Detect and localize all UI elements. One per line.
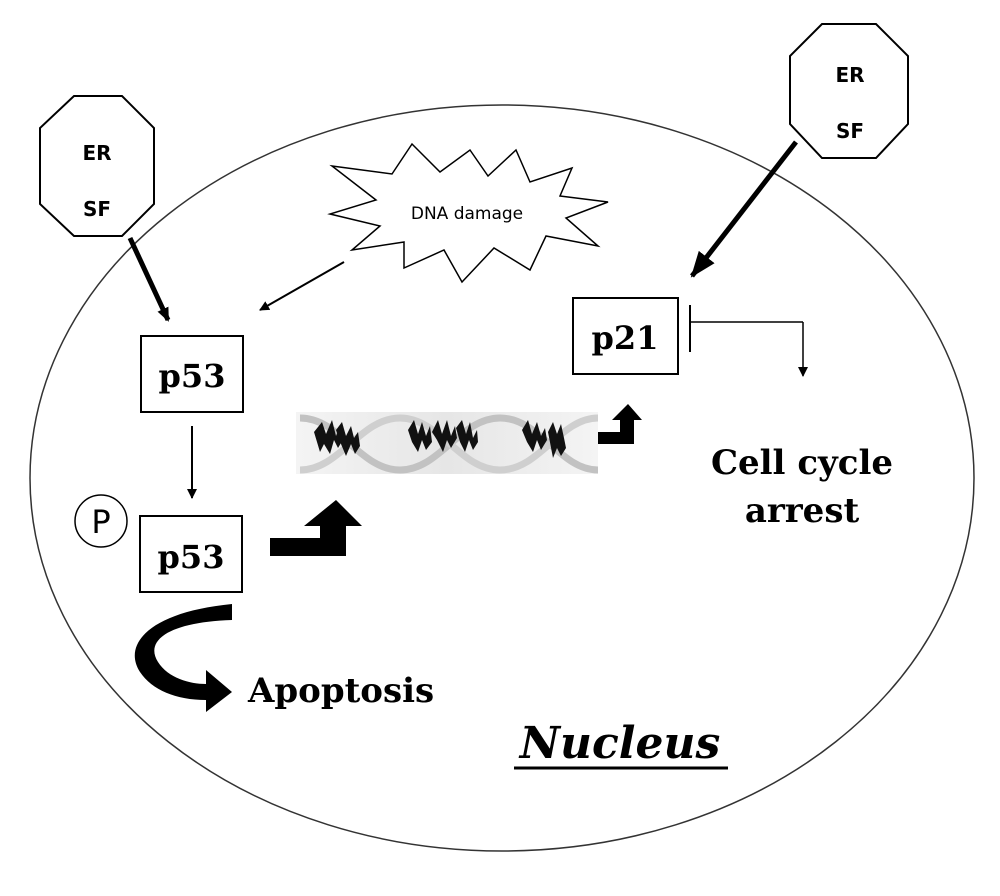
phospho-p53-label: p53 — [158, 538, 225, 576]
curved-arrow-apoptosis — [134, 604, 232, 712]
stress-factor-right-line2: SF — [836, 119, 864, 143]
stress-factor-left-line1: ER — [82, 141, 111, 165]
phosphate-label: P — [91, 503, 110, 541]
arrow-stress-to-p53 — [127, 236, 171, 322]
p21-box: p21 — [572, 297, 679, 375]
arrow-stress-to-p21 — [690, 140, 798, 278]
octagon-shape — [789, 23, 909, 159]
nucleus-outline — [29, 104, 975, 852]
inhibition-connector — [689, 305, 808, 377]
p53-box: p53 — [140, 335, 244, 413]
stress-factor-left: ER SF — [39, 95, 155, 237]
stress-factor-left-line2: SF — [83, 197, 111, 221]
bent-arrow-to-p21 — [598, 404, 642, 444]
dna-damage-burst: DNA damage — [327, 142, 609, 284]
octagon-shape — [39, 95, 155, 237]
p21-label: p21 — [592, 319, 659, 357]
cell-cycle-arrest-line2: arrest — [745, 491, 860, 531]
bound-proteins — [314, 420, 566, 458]
apoptosis-label: Apoptosis — [247, 671, 434, 711]
bent-arrow-to-dna — [270, 500, 362, 556]
nucleus-label: Nucleus — [518, 718, 720, 769]
p53-label: p53 — [159, 357, 226, 395]
phosphate-group: P — [74, 494, 128, 548]
arrow-damage-to-p53 — [259, 261, 345, 311]
dna-damage-label: DNA damage — [411, 204, 523, 224]
cell-cycle-arrest-line1: Cell cycle — [711, 443, 893, 483]
starburst-shape — [327, 142, 609, 284]
dna-helix — [296, 412, 599, 474]
stress-factor-right-line1: ER — [835, 63, 864, 87]
phospho-p53-box: p53 — [139, 515, 243, 593]
stress-factor-right: ER SF — [789, 23, 909, 159]
